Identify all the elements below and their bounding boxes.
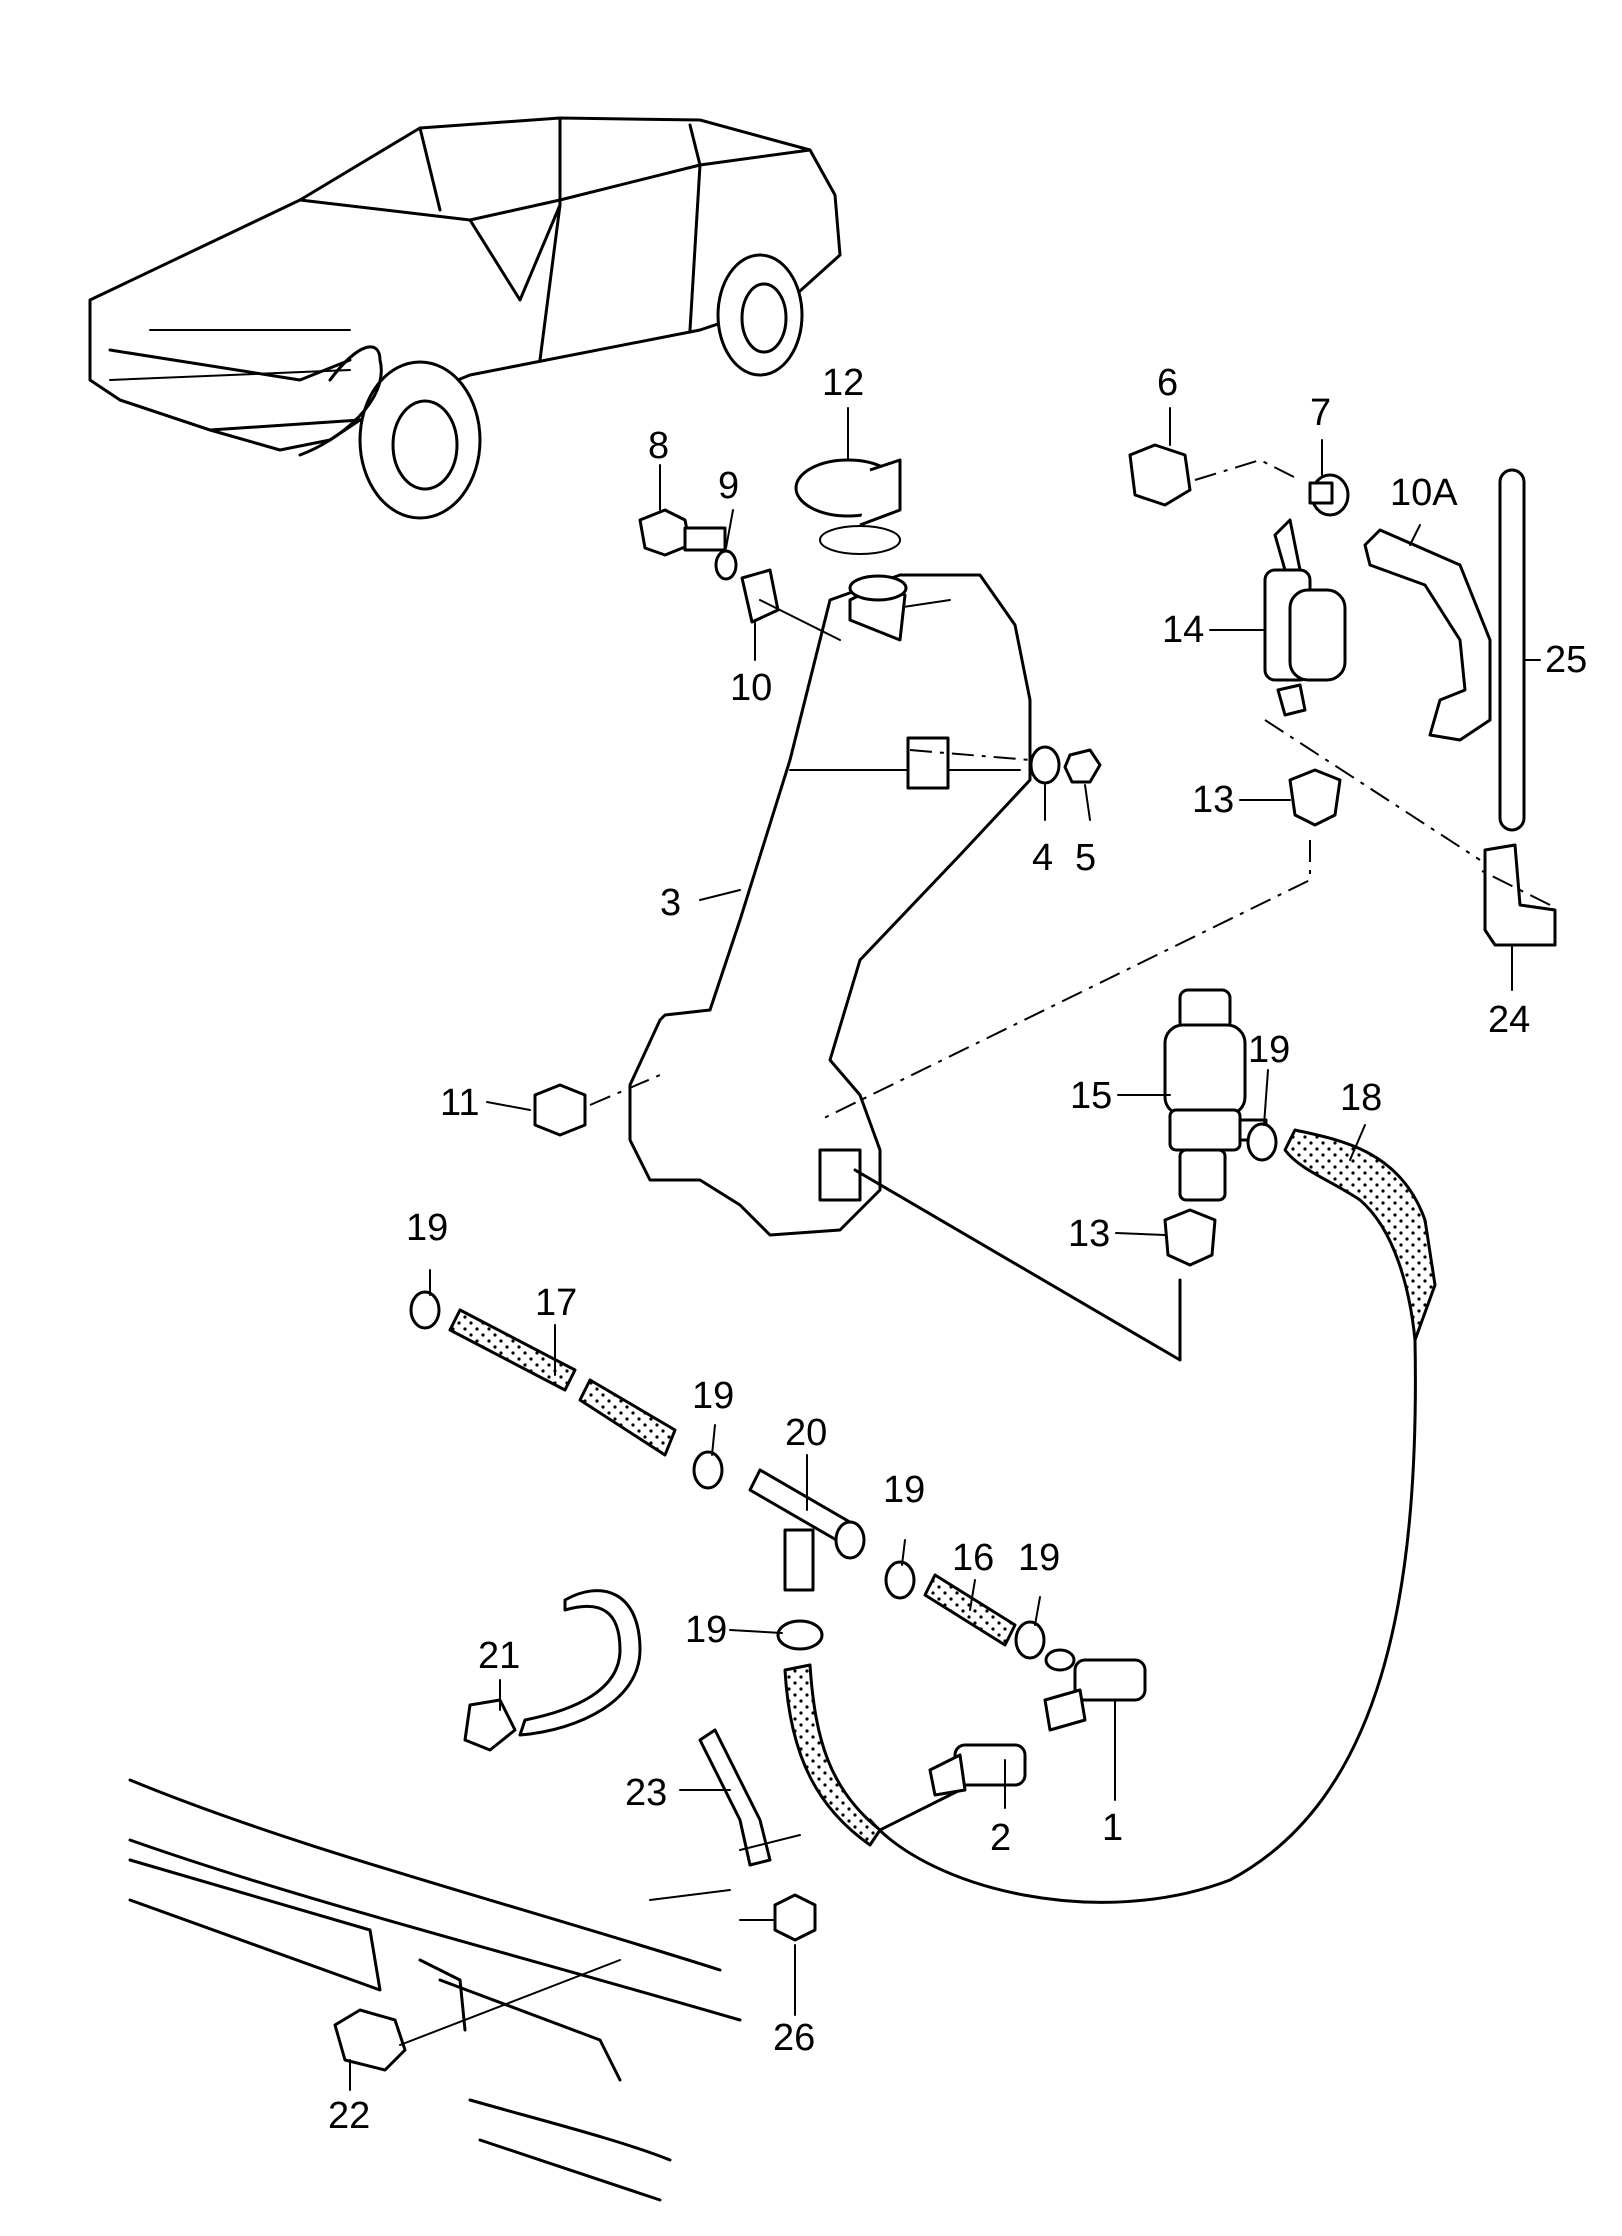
washer-pump-15 [1163, 988, 1268, 1202]
callout-13-lower: 13 [1068, 1213, 1110, 1255]
callout-3: 3 [660, 882, 681, 924]
elbow-24 [1483, 843, 1557, 947]
callout-4: 4 [1032, 837, 1053, 879]
bracket-23 [698, 1728, 801, 1867]
callout-19-e: 19 [1018, 1537, 1060, 1579]
callout-9: 9 [718, 465, 739, 507]
assembly-lines [819, 719, 1551, 1362]
washer-reservoir [628, 573, 1032, 1237]
reservoir-cap [794, 458, 902, 555]
callout-1: 1 [1102, 1807, 1123, 1849]
callout-19-b: 19 [692, 1375, 734, 1417]
callout-21: 21 [478, 1635, 520, 1677]
callout-10: 10 [730, 667, 772, 709]
washer-pump-14 [1263, 518, 1347, 717]
callout-24: 24 [1488, 999, 1530, 1041]
callout-17: 17 [535, 1282, 577, 1324]
callout-19-f: 19 [685, 1609, 727, 1651]
callout-19-a: 19 [406, 1207, 448, 1249]
callouts: 1 2 3 4 5 6 7 8 9 10 10A 11 12 13 13 14 … [328, 362, 1587, 2137]
grommet-13-upper [1288, 768, 1342, 827]
callout-19-d: 19 [883, 1469, 925, 1511]
leader-lines [349, 407, 1541, 2091]
callout-13-upper: 13 [1192, 779, 1234, 821]
grommet-11 [533, 1074, 661, 1137]
callout-12: 12 [822, 362, 864, 404]
hose-lower [783, 1663, 962, 1847]
rod-25 [1498, 468, 1526, 832]
callout-5: 5 [1075, 837, 1096, 879]
grommet-6 [1128, 443, 1350, 517]
washer-nut [909, 745, 1102, 785]
callout-16: 16 [952, 1537, 994, 1579]
callout-22: 22 [328, 2095, 370, 2137]
bracket-10a [1363, 528, 1492, 742]
clamp-19 [409, 1122, 1278, 1660]
callout-11: 11 [440, 1082, 479, 1124]
callout-15: 15 [1070, 1075, 1112, 1117]
callout-25: 25 [1545, 639, 1587, 681]
callout-2: 2 [990, 1817, 1011, 1859]
hose-18 [868, 1128, 1437, 1904]
bumper [128, 1778, 742, 2202]
callout-10a: 10A [1390, 472, 1458, 514]
callout-7: 7 [1310, 392, 1331, 434]
car-illustration [88, 116, 842, 520]
callout-18: 18 [1340, 1077, 1382, 1119]
nut-26 [739, 1893, 817, 1942]
callout-26: 26 [773, 2017, 815, 2059]
check-valve-1 [1043, 1648, 1147, 1732]
grommet-13-lower [1163, 1208, 1217, 1267]
t-piece-20 [748, 1468, 866, 1592]
callout-23: 23 [625, 1772, 667, 1814]
nozzle-22 [333, 1959, 621, 2072]
bolt-washer-clip [638, 508, 841, 641]
callout-14: 14 [1162, 609, 1204, 651]
wire-21 [463, 1589, 642, 1752]
connector-2 [928, 1743, 1027, 1797]
callout-6: 6 [1157, 362, 1178, 404]
callout-19-c: 19 [1248, 1029, 1290, 1071]
hose-17 [448, 1308, 677, 1457]
callout-20: 20 [785, 1412, 827, 1454]
callout-8: 8 [648, 425, 669, 467]
